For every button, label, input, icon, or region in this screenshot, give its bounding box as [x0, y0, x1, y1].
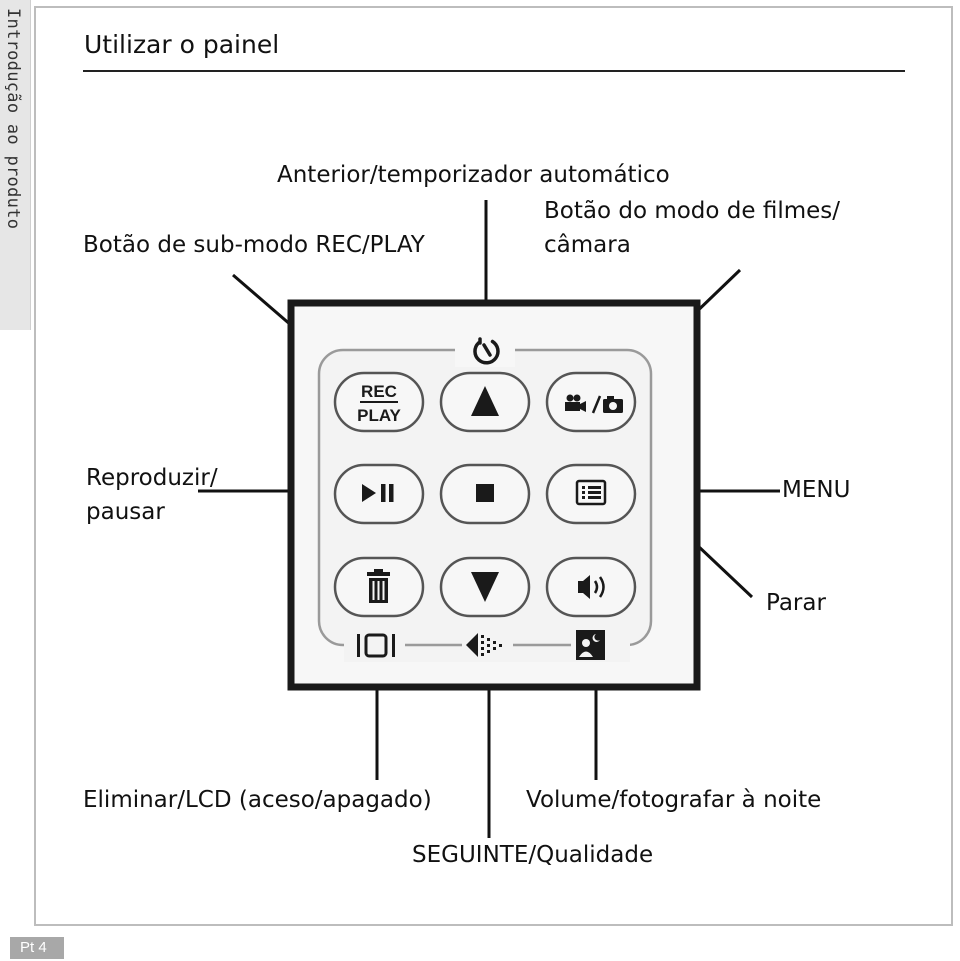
- quality-icon: [466, 633, 502, 657]
- stop-icon: [476, 484, 494, 502]
- volume-night-label: Volume/fotografar à noite: [526, 787, 822, 813]
- page-title: Utilizar o painel: [84, 30, 280, 59]
- play-label: PLAY: [357, 406, 401, 425]
- mode-label-line1: Botão do modo de filmes/: [544, 198, 841, 224]
- speaker-icon: [578, 575, 605, 599]
- section-side-tab: Introdução ao produto: [0, 0, 31, 330]
- stop-label: Parar: [766, 590, 826, 616]
- self-timer-icon: [473, 337, 500, 365]
- rec-label: REC: [361, 382, 397, 401]
- lcd-icon: [357, 633, 395, 658]
- play-pause-label-line2: pausar: [86, 499, 165, 525]
- play-pause-icon: [362, 484, 394, 502]
- play-pause-button[interactable]: [333, 463, 425, 525]
- menu-label: MENU: [782, 477, 851, 503]
- down-arrow-icon: [471, 572, 499, 602]
- next-quality-label: SEGUINTE/Qualidade: [412, 842, 654, 868]
- play-pause-label-line1: Reproduzir/: [86, 465, 218, 491]
- volume-button[interactable]: [545, 556, 637, 618]
- night-mode-icon: [576, 630, 605, 660]
- up-arrow-icon: [471, 386, 499, 416]
- page-frame: [34, 6, 953, 926]
- mode-label-line2: câmara: [544, 232, 631, 258]
- page-number: Pt 4: [10, 937, 64, 959]
- movie-camera-icon: [565, 394, 623, 414]
- menu-icon: [575, 479, 607, 506]
- rec-play-label: Botão de sub-modo REC/PLAY: [83, 232, 425, 258]
- mode-button[interactable]: [545, 371, 637, 433]
- prev-timer-label: Anterior/temporizador automático: [277, 162, 670, 188]
- delete-lcd-label: Eliminar/LCD (aceso/apagado): [83, 787, 432, 813]
- trash-icon: [367, 569, 390, 603]
- title-rule: [83, 70, 905, 72]
